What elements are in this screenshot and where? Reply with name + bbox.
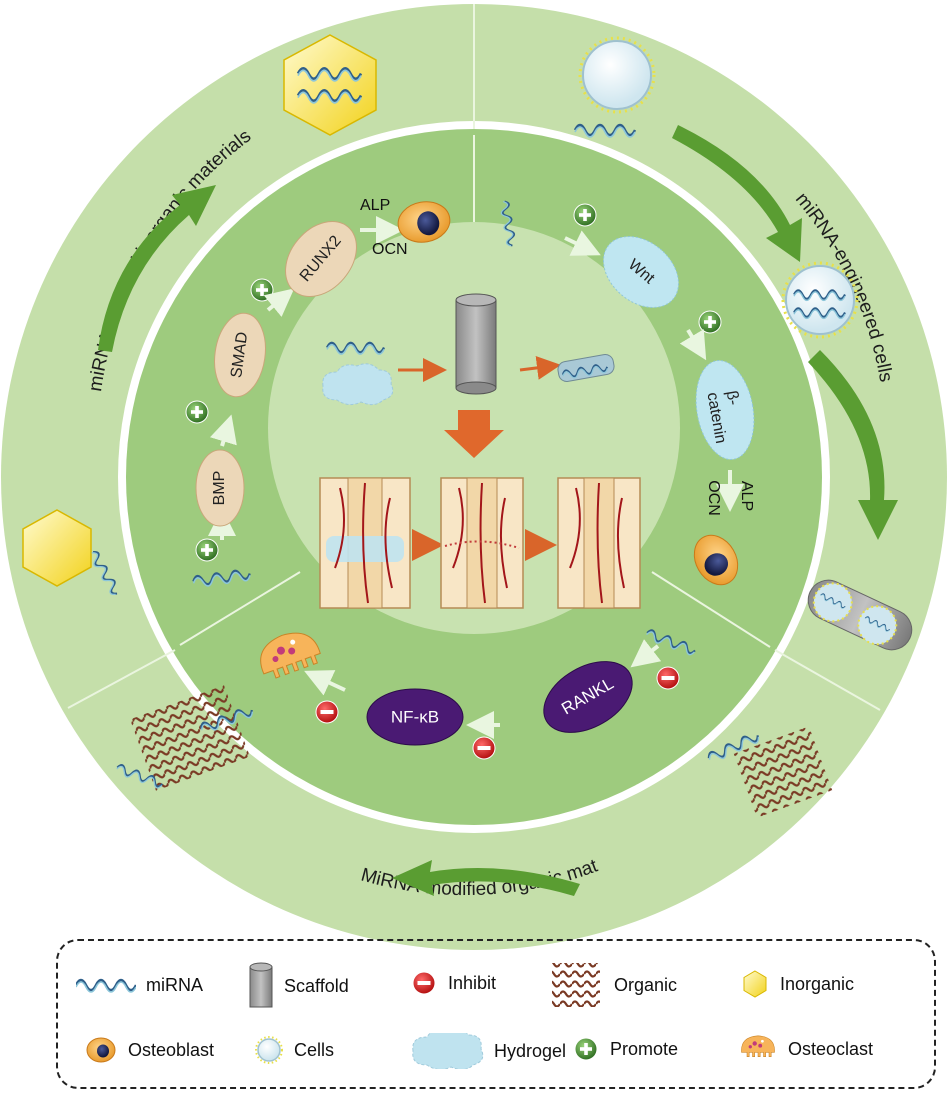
legend-item-osteoclast: Osteoclast [738,1031,873,1067]
outer-arrows [98,125,898,896]
scaffold-loaded [557,354,615,382]
sector-lines [67,4,881,711]
osteoclast-icon [741,1035,775,1057]
node-nfkb-label: NF-κB [391,707,439,726]
wnt-pathway: Wnt β- catenin ALP OCN [498,199,755,594]
node-runx2 [285,220,357,298]
promote-icon [185,400,209,424]
inhibit-pathway: RANKL NF-κB [252,624,698,760]
legend-item-cells: Cells [254,1035,334,1065]
mirna-bone-diagram: miRNA-modified inorganic materials miRNA… [0,0,947,950]
inner-process [322,293,615,458]
legend-label-scaffold: Scaffold [284,975,349,996]
bone-stage-1 [319,477,411,609]
legend-item-promote: Promote [572,1035,678,1063]
marker-alp-right: ALP [738,481,755,511]
legend-item-osteoblast: Osteoblast [84,1035,214,1065]
inorganic-hexagon-top [283,34,377,136]
node-smad [214,312,266,398]
engineered-scaffold-right [807,579,913,651]
big-orange-arrow [444,410,504,458]
node-bmp-label: BMP [211,471,228,506]
marker-alp-left: ALP [360,197,390,214]
osteoblast-icon [86,1037,116,1063]
node-wnt [602,236,680,308]
legend-item-mirna: miRNA [76,973,203,997]
node-beta-catenin [695,360,755,460]
promote-icon [574,1037,598,1061]
promote-icon [573,203,597,227]
scaffold-inner [455,293,497,395]
inorganic-hexagon-left [22,509,92,587]
promote-icon [250,278,274,302]
marker-ocn-right: OCN [705,480,722,516]
node-beta-label: β- [723,389,742,406]
node-rankl [543,661,633,733]
inorganic-icon [743,970,767,998]
legend-label-osteoblast: Osteoblast [128,1039,215,1060]
bmp-pathway: BMP SMAD RUNX2 ALP OCN [185,197,454,590]
bone-stage-2 [440,477,524,609]
node-bmp [195,449,245,527]
marker-ocn-left: OCN [372,241,408,258]
organic-bottom-left [130,685,250,791]
legend-label-hydrogel: Hydrogel [494,1040,567,1061]
organic-bottom-right [733,726,833,818]
node-smad-label: SMAD [228,331,251,379]
legend-label-inorganic: Inorganic [780,973,855,994]
legend-item-hydrogel: Hydrogel [410,1033,566,1069]
legend-label-cells: Cells [294,1039,335,1060]
inhibit-icon [472,736,496,760]
legend-label-inhibit: Inhibit [448,972,497,993]
bone-sequence [319,477,641,609]
hydrogel-icon [412,1033,484,1069]
inhibit-icon [656,666,680,690]
node-nfkb [366,688,464,746]
legend-item-inhibit: Inhibit [410,969,496,997]
cells-icon [255,1036,283,1064]
legend-label-organic: Organic [614,974,678,995]
promote-icon [698,310,722,334]
legend-item-organic: Organic [548,959,677,1011]
promote-icon [195,538,219,562]
bone-stage-3 [557,477,641,609]
legend-item-inorganic: Inorganic [740,969,854,999]
mirna-icon [76,978,136,994]
legend-label-osteoclast: Osteoclast [788,1038,874,1059]
organic-icon [552,963,600,1007]
legend-label-mirna: miRNA [146,974,203,995]
legend-item-scaffold: Scaffold [248,961,349,1011]
inhibit-icon [412,971,436,995]
legend-box: miRNA Scaffold Inhibit Organic Inorganic… [56,939,936,1089]
scaffold-icon [249,962,273,1008]
legend-label-promote: Promote [610,1038,679,1059]
inhibit-icon [315,700,339,724]
